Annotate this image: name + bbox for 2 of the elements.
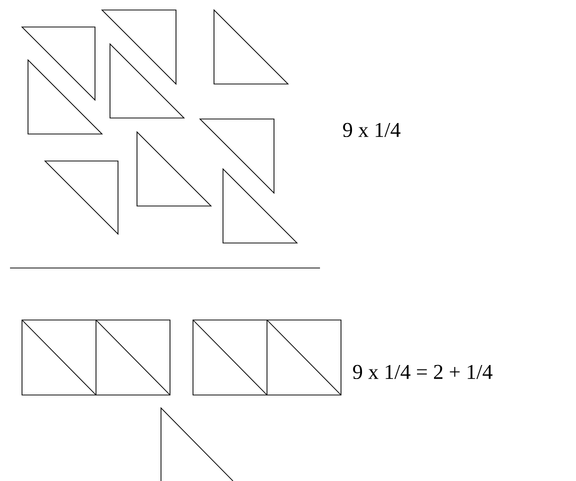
math-expression: 9 x 1/4 = 2 + 1/4 bbox=[353, 364, 492, 380]
math-expression: 9 x 1/4 bbox=[343, 122, 400, 138]
